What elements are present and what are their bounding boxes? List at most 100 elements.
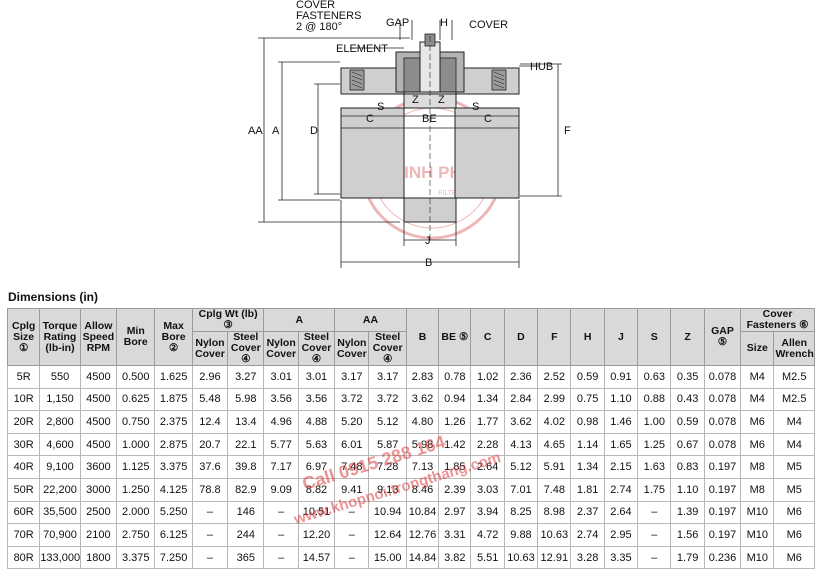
- header-aa-nylon: Nylon Cover: [334, 331, 370, 366]
- table-cell: 1800: [79, 545, 118, 570]
- table-cell: 22,200: [39, 477, 81, 502]
- label-c-right: C: [484, 113, 492, 125]
- table-cell: 2.39: [438, 477, 472, 502]
- table-cell: 5.20: [334, 410, 370, 434]
- table-cell: 2.83: [405, 365, 440, 389]
- table-cell: 3.375: [154, 455, 193, 479]
- table-cell: –: [263, 545, 299, 570]
- table-cell: 5.98: [227, 387, 265, 412]
- table-cell: 2.28: [470, 432, 505, 457]
- header-weight-group: Cplg Wt (lb) ③: [191, 308, 265, 332]
- table-cell: M5: [773, 455, 815, 479]
- table-cell: 0.98: [570, 410, 605, 434]
- header-min-bore: Min Bore: [116, 308, 156, 366]
- table-cell: 10.63: [503, 545, 539, 570]
- table-cell: 0.91: [603, 365, 639, 389]
- table-cell: 0.078: [703, 410, 742, 434]
- table-cell: M5: [773, 477, 815, 502]
- table-cell: 2,800: [39, 410, 81, 434]
- table-cell: 2.52: [537, 365, 572, 389]
- table-cell: 4500: [79, 432, 118, 457]
- table-cell: 0.197: [703, 500, 742, 525]
- label-h: H: [440, 17, 448, 29]
- table-cell: –: [334, 500, 370, 525]
- table-cell: 2.95: [603, 523, 639, 547]
- table-cell: 4.13: [503, 432, 539, 457]
- table-cell: 10.63: [537, 523, 572, 547]
- table-cell: 0.625: [116, 387, 156, 412]
- table-cell: 3.56: [297, 387, 336, 412]
- table-cell: –: [637, 545, 672, 570]
- table-cell: 1.00: [637, 410, 672, 434]
- table-cell: 1.625: [154, 365, 193, 389]
- table-cell: 1.65: [603, 432, 639, 457]
- table-cell: 10.51: [297, 500, 336, 525]
- table-cell: 3.01: [263, 365, 299, 389]
- hub-left: [340, 67, 405, 199]
- table-cell: 0.83: [670, 455, 705, 479]
- table-cell: 10R: [6, 387, 41, 412]
- header-a-steel: Steel Cover ④: [297, 331, 336, 366]
- table-cell: M4: [740, 365, 775, 389]
- table-cell: 1.26: [438, 410, 472, 434]
- table-cell: 7.48: [537, 477, 572, 502]
- table-cell: 1.63: [637, 455, 672, 479]
- label-z-left: Z: [412, 94, 419, 106]
- table-cell: 1.46: [603, 410, 639, 434]
- table-cell: 3.17: [334, 365, 370, 389]
- table-cell: 4500: [79, 387, 118, 412]
- table-cell: 35,500: [39, 500, 81, 525]
- table-cell: 2.96: [191, 365, 229, 389]
- table-cell: 20R: [6, 410, 41, 434]
- table-cell: M6: [773, 545, 815, 570]
- table-cell: –: [191, 523, 229, 547]
- table-cell: 5.51: [470, 545, 505, 570]
- table-cell: 146: [227, 500, 265, 525]
- table-cell: 8.98: [537, 500, 572, 525]
- table-cell: 0.197: [703, 477, 742, 502]
- logo-brand-text: MINH PHÚ: [390, 163, 474, 182]
- table-cell: 2.64: [470, 455, 505, 479]
- table-cell: 0.197: [703, 455, 742, 479]
- table-cell: M2.5: [773, 365, 815, 389]
- table-cell: 0.236: [703, 545, 742, 570]
- label-cover-fasteners-2: FASTENERS: [296, 10, 361, 22]
- table-cell: 12.91: [537, 545, 572, 570]
- table-cell: 14.84: [405, 545, 440, 570]
- table-cell: 3.375: [116, 545, 156, 570]
- header-j: J: [603, 308, 639, 366]
- header-s: S: [637, 308, 672, 366]
- table-cell: 5.63: [297, 432, 336, 457]
- label-gap: GAP: [386, 17, 409, 29]
- table-cell: 1.02: [470, 365, 505, 389]
- table-cell: 40R: [6, 455, 41, 479]
- table-cell: 9.41: [334, 477, 370, 502]
- label-be: BE: [422, 113, 437, 125]
- table-cell: 3.72: [334, 387, 370, 412]
- table-cell: 3.62: [405, 387, 440, 412]
- label-c-left: C: [366, 113, 374, 125]
- dimensions-table: Cplg Size ① Torque Rating (lb-in) Allow …: [6, 308, 815, 570]
- table-cell: 30R: [6, 432, 41, 457]
- table-cell: 50R: [6, 477, 41, 502]
- table-cell: 82.9: [227, 477, 265, 502]
- header-speed: Allow Speed RPM: [79, 308, 118, 366]
- table-cell: M10: [740, 545, 775, 570]
- table-cell: 1.75: [637, 477, 672, 502]
- table-cell: M4: [740, 387, 775, 412]
- table-cell: 5.98: [405, 432, 440, 457]
- header-h: H: [570, 308, 605, 366]
- table-cell: 3.35: [603, 545, 639, 570]
- table-cell: 3.94: [470, 500, 505, 525]
- table-cell: 0.78: [438, 365, 472, 389]
- table-cell: M6: [773, 523, 815, 547]
- table-cell: 5.12: [368, 410, 407, 434]
- table-cell: M6: [740, 410, 775, 434]
- table-cell: 5.12: [503, 455, 539, 479]
- table-cell: 0.67: [670, 432, 705, 457]
- table-cell: 4,600: [39, 432, 81, 457]
- header-be: BE ⑤: [438, 308, 472, 366]
